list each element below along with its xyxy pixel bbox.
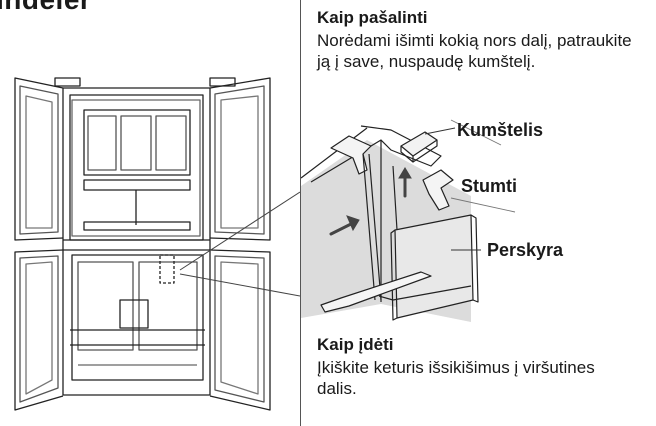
- instruction-panel: Kaip pašalinti Norėdami išimti kokią nor…: [300, 0, 656, 426]
- right-lower-door: [210, 250, 270, 410]
- cabinet-outline: [63, 88, 210, 395]
- divider-panel: [395, 215, 473, 318]
- middle-shelf: [84, 180, 190, 190]
- fridge-drawing: [0, 0, 300, 426]
- upper-compartment: [84, 110, 190, 175]
- divider-label: Perskyra: [487, 240, 563, 261]
- lower-compartment: [72, 255, 203, 380]
- callout-line-top: [180, 192, 300, 270]
- divider-marker: [160, 255, 174, 283]
- insert-instructions: Įkiškite keturis išsikišimus į viršutine…: [317, 357, 637, 399]
- tab-label: Kumštelis: [457, 120, 543, 141]
- lower-box: [120, 300, 148, 328]
- tab-piece: [401, 132, 437, 156]
- top-hinge-left: [55, 78, 80, 86]
- insert-title: Kaip įdėti: [317, 335, 394, 355]
- push-label: Stumti: [461, 176, 517, 197]
- left-upper-door: [15, 78, 63, 240]
- left-lower-door: [15, 250, 63, 410]
- callout-line-bottom: [180, 274, 300, 296]
- right-upper-door: [210, 78, 270, 240]
- middle-separator: [63, 240, 210, 250]
